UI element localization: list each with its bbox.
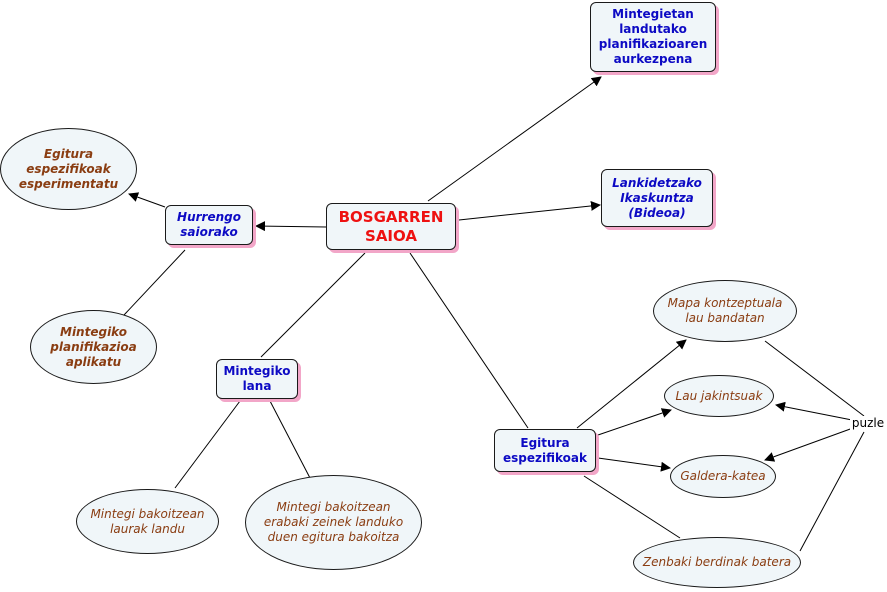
edge-center-mintegiko-lana	[260, 252, 366, 358]
node-mintegi-laurak-landu[interactable]: Mintegi bakoitzean laurak landu	[76, 489, 219, 554]
node-galdera-katea[interactable]: Galdera-katea	[670, 455, 776, 498]
edge-puzle-galdera	[764, 427, 854, 462]
edge-hurrengo-esperimentatu	[128, 192, 166, 208]
node-puzle[interactable]: puzle	[850, 416, 886, 431]
node-mapa-kontzeptuala[interactable]: Mapa kontzeptuala lau bandatan	[653, 280, 797, 342]
edge-egitura-zenbaki	[583, 475, 681, 539]
edge-egitura-mapa	[576, 339, 687, 429]
node-mintegi-erabaki[interactable]: Mintegi bakoitzean erabaki zeinek landuk…	[245, 475, 422, 570]
edge-mintegiko-lana-erabaki	[269, 400, 311, 479]
edge-egitura-jakintsuak	[597, 408, 672, 436]
node-planifikazioa-aplikatu[interactable]: Mintegiko planifikazioa aplikatu	[30, 310, 157, 384]
edge-mintegiko-lana-laurak	[174, 400, 241, 489]
node-lankidetzako-ikaskuntza[interactable]: Lankidetzako Ikaskuntza (Bideoa)	[601, 169, 713, 227]
node-zenbaki-berdinak[interactable]: Zenbaki berdinak batera	[633, 537, 801, 588]
edge-puzle-jakintsuak	[775, 401, 853, 421]
edge-center-hurrengo	[255, 221, 327, 232]
node-mintegiko-lana[interactable]: Mintegiko lana	[216, 359, 298, 399]
node-hurrengo-saiorako[interactable]: Hurrengo saiorako	[165, 205, 253, 245]
node-mintegietan-planifikazioa[interactable]: Mintegietan landutako planifikazioaren a…	[590, 2, 716, 72]
edge-center-egitura	[409, 252, 529, 429]
node-lau-jakintsuak[interactable]: Lau jakintsuak	[664, 375, 774, 417]
edge-puzle-zenbaki	[799, 431, 865, 552]
edge-hurrengo-aplikatu	[123, 249, 186, 316]
edge-center-mintegietan	[427, 76, 602, 202]
edge-mapa-puzle	[764, 340, 865, 417]
edge-center-lankidetzako	[458, 200, 601, 221]
node-egitura-espezifikoak[interactable]: Egitura espezifikoak	[494, 429, 596, 472]
node-egitura-esperimentatu[interactable]: Egitura espezifikoak esperimentatu	[0, 128, 137, 210]
edge-egitura-galdera	[597, 457, 671, 472]
node-bosgarren-saioa[interactable]: BOSGARREN SAIOA	[326, 203, 456, 250]
